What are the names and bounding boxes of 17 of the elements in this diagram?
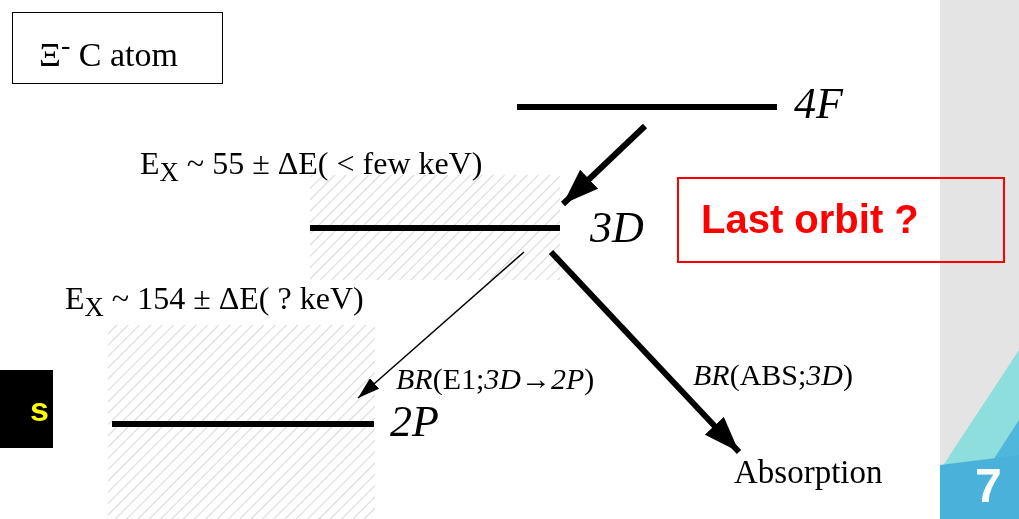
arrow xyxy=(357,251,525,399)
level-label: 2P xyxy=(390,400,439,444)
energy-label: E$_{X}$ ~ 154 ± ΔE( ? keV) xyxy=(65,282,364,322)
edge-label: BR(E1;3D→2P) xyxy=(396,364,595,394)
level-label: 4F xyxy=(794,82,843,126)
callout-box xyxy=(677,177,1005,263)
level-label: 3D xyxy=(590,206,644,250)
callout-text: Last orbit ? xyxy=(701,199,919,239)
energy-label: E$_{X}$ ~ 55 ± ΔE( < few keV) xyxy=(140,147,483,187)
slide-number: 7 xyxy=(975,462,1002,510)
highlight-text: s xyxy=(0,370,53,448)
process-label: Absorption xyxy=(734,456,883,489)
arrow xyxy=(548,249,742,455)
edge-label: BR(ABS;3D) xyxy=(693,360,853,390)
title-text: Ξ$^{-}$ C atom xyxy=(39,31,178,73)
label-box xyxy=(12,12,223,84)
arrow xyxy=(560,123,648,207)
